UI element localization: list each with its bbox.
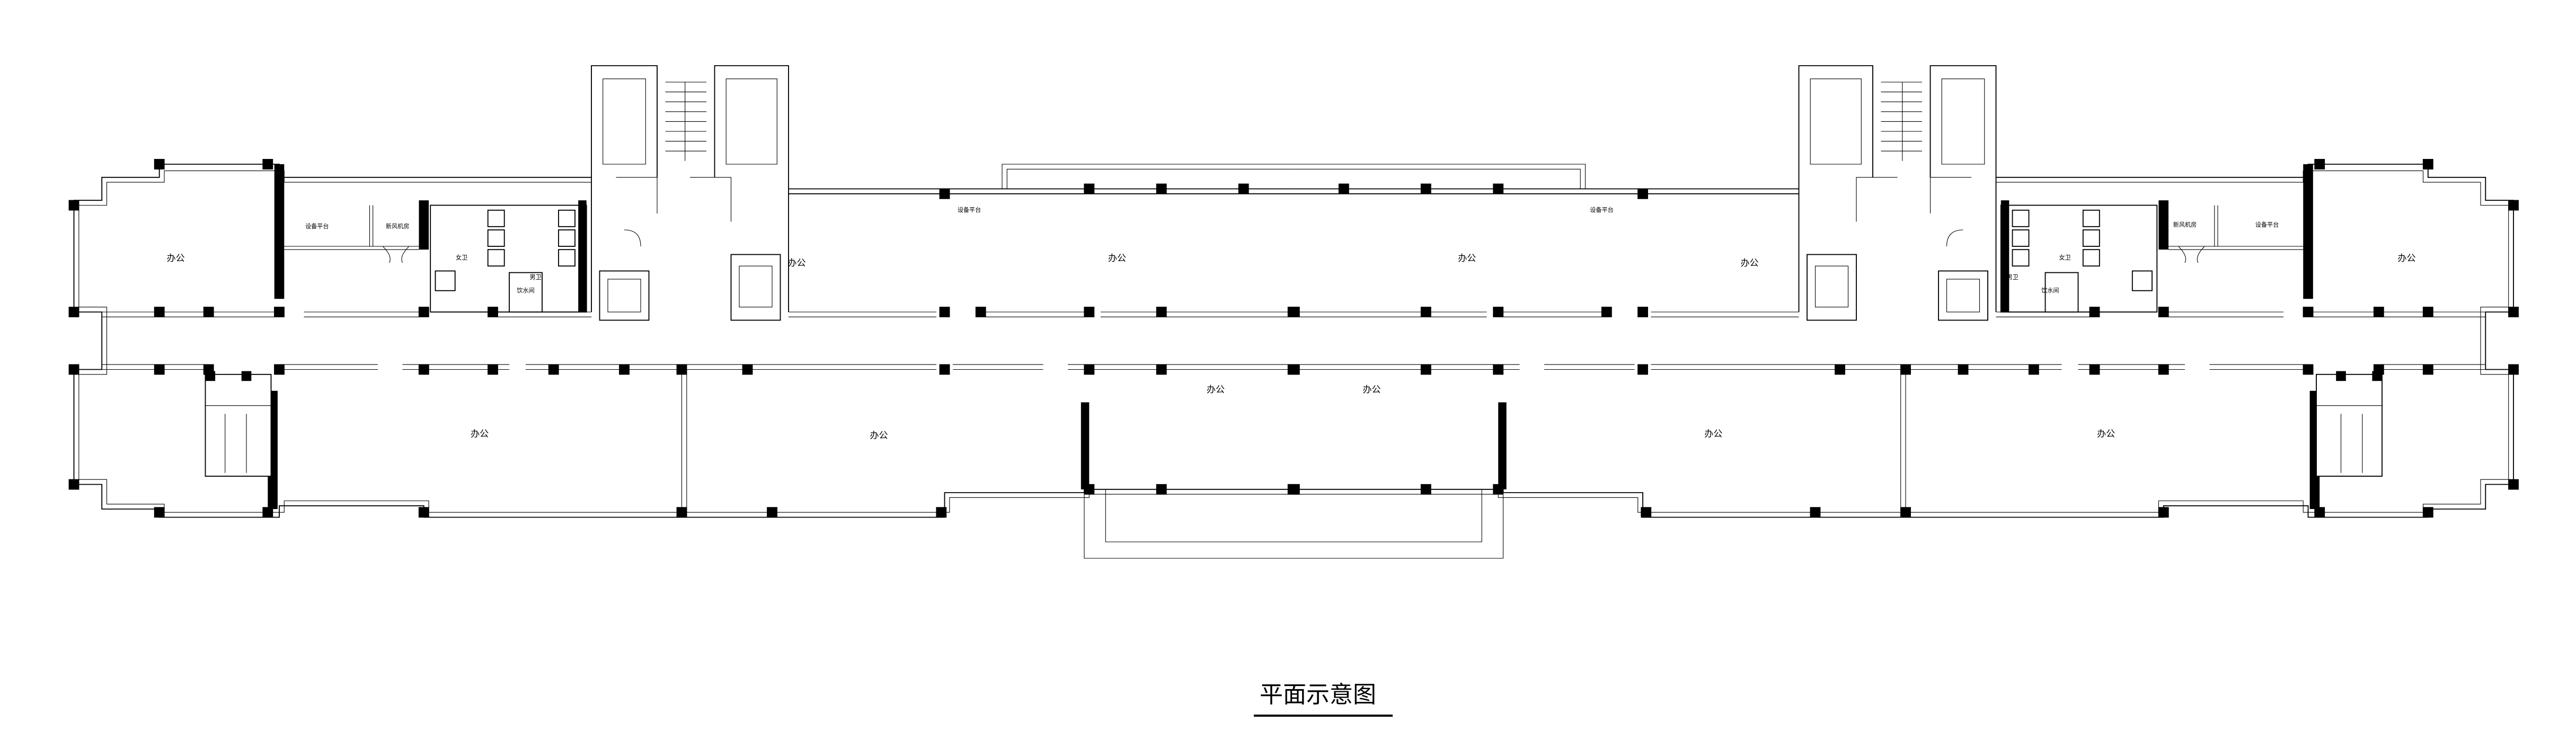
column <box>203 364 214 375</box>
structural-columns <box>68 159 1298 518</box>
column <box>418 307 429 317</box>
lower-toilet-block <box>205 371 272 477</box>
column <box>154 307 165 317</box>
terrace <box>1084 489 1294 559</box>
column <box>1084 484 1095 495</box>
room-label-female-wc: 女卫 <box>456 254 467 261</box>
exterior-wall <box>73 164 1294 518</box>
column <box>1156 307 1167 317</box>
room-label-water-room: 饮水间 <box>2041 287 2059 294</box>
room-label-equipment-platform: 设备平台 <box>958 206 981 213</box>
column <box>154 159 165 170</box>
room-label-office: 办公 <box>167 253 185 264</box>
column <box>676 507 687 518</box>
column <box>274 364 285 375</box>
room-label-male-wc: 男卫 <box>2006 274 2018 281</box>
column <box>619 364 630 375</box>
room-label-fresh-air-room: 新风机房 <box>386 222 410 230</box>
column <box>68 364 79 375</box>
column <box>1238 183 1249 194</box>
column <box>939 307 950 317</box>
room-label-equipment-platform: 设备平台 <box>305 222 329 230</box>
room-label-female-wc: 女卫 <box>2059 254 2071 261</box>
drawing-title: 平面示意图 <box>1260 681 1376 708</box>
column <box>68 307 79 317</box>
column <box>1156 183 1167 194</box>
column <box>676 364 687 375</box>
room-label-equipment-platform: 设备平台 <box>1590 206 1614 213</box>
column <box>548 364 559 375</box>
column <box>939 364 950 375</box>
balcony-rail <box>1002 164 1294 189</box>
stair-core <box>591 65 789 321</box>
column <box>203 307 214 317</box>
room-label-office: 办公 <box>2097 429 2115 440</box>
column <box>936 507 947 518</box>
column <box>418 364 429 375</box>
room-label-office: 办公 <box>1458 253 1476 264</box>
exterior-wall-inner <box>78 170 1294 513</box>
room-label-male-wc: 男卫 <box>529 274 541 281</box>
column <box>154 507 165 518</box>
column <box>262 159 273 170</box>
room-label-fresh-air-room: 新风机房 <box>2173 221 2197 228</box>
column <box>1084 364 1095 375</box>
column <box>488 364 498 375</box>
column <box>1156 484 1167 495</box>
column <box>1084 307 1095 317</box>
column <box>1156 364 1167 375</box>
room-label-office: 办公 <box>1740 258 1758 269</box>
floor-plan-left-half <box>68 65 1298 559</box>
room-label-equipment-platform: 设备平台 <box>2255 221 2279 228</box>
corridor-wall-bottom <box>102 364 1294 370</box>
column <box>418 507 429 518</box>
column <box>154 364 165 375</box>
room-labels: 办公 办公 办公 办公 办公 办公 办公 办公 办公 办公 办公 办公 设备平台… <box>167 206 2416 441</box>
room-label-office: 办公 <box>870 431 888 441</box>
room-label-office: 办公 <box>1207 385 1225 395</box>
room-label-office: 办公 <box>1704 429 1722 440</box>
top-wall <box>788 188 1294 194</box>
room-label-office: 办公 <box>1362 385 1380 395</box>
column <box>1084 183 1095 194</box>
column <box>68 479 79 490</box>
equipment-platform-room <box>284 205 419 263</box>
column <box>68 200 79 211</box>
column <box>274 307 285 317</box>
room-label-office: 办公 <box>471 429 489 440</box>
room-label-office: 办公 <box>2397 253 2415 264</box>
column <box>262 507 273 518</box>
room-label-water-room: 饮水间 <box>517 287 534 294</box>
toilet-block <box>419 200 587 313</box>
column <box>767 507 777 518</box>
column <box>488 307 498 317</box>
room-label-office: 办公 <box>787 258 805 269</box>
column <box>742 364 753 375</box>
column <box>975 307 986 317</box>
column <box>939 188 950 199</box>
room-label-office: 办公 <box>1108 253 1126 264</box>
